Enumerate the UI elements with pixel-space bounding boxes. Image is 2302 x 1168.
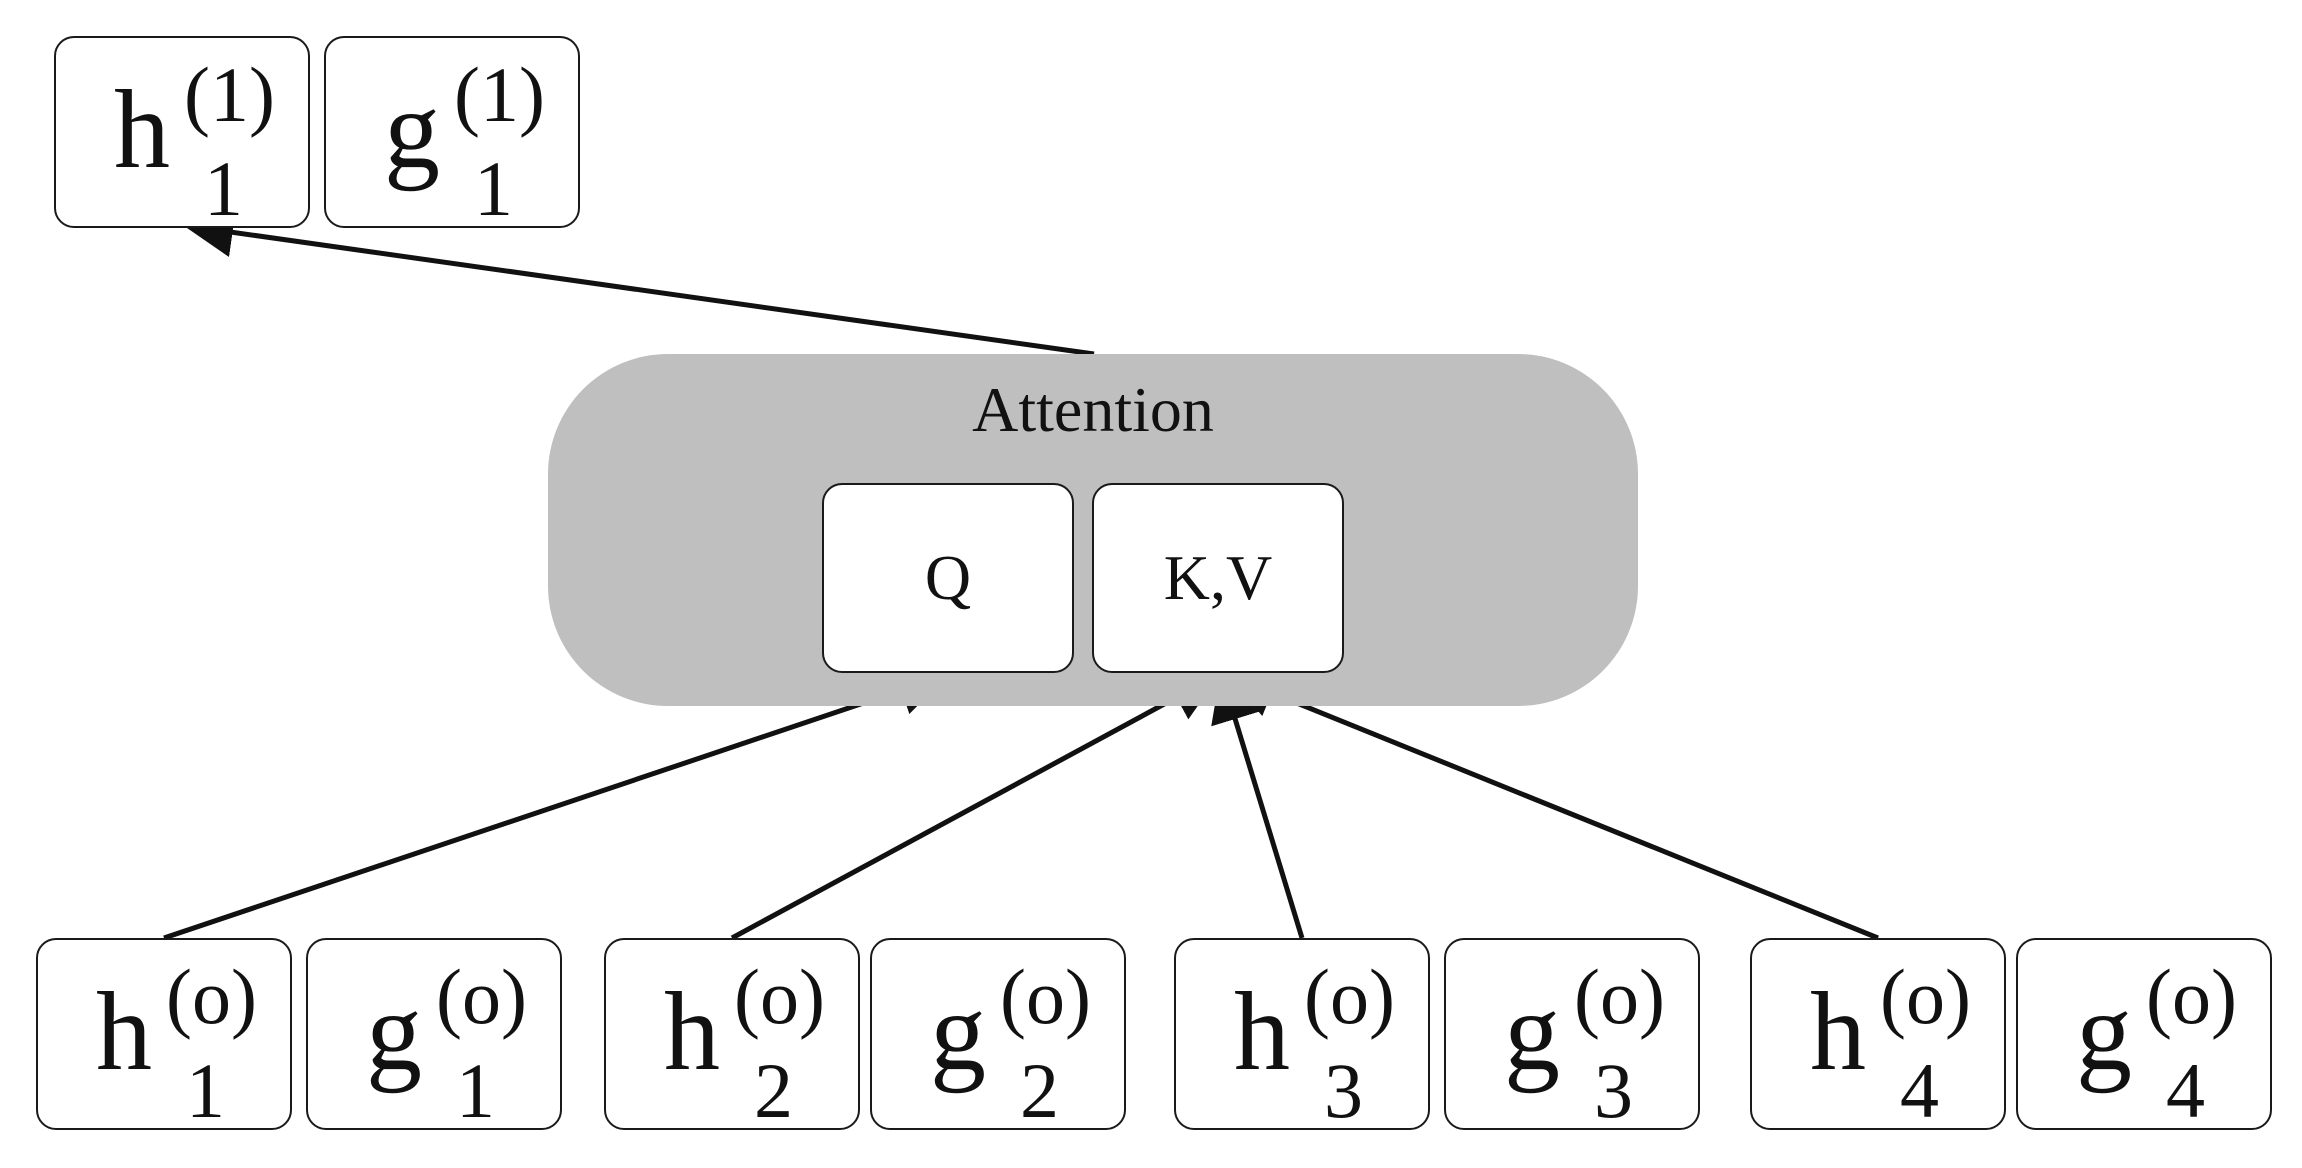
variable-subscript: 4 xyxy=(1900,1047,1939,1134)
edge-attention-to-h1-1 xyxy=(183,207,1095,357)
variable-base: g xyxy=(384,68,440,192)
variable-subscript: 2 xyxy=(754,1047,793,1134)
edge-h4-0-to-keyvalue xyxy=(1225,669,1879,941)
variable-subscript: 2 xyxy=(1020,1047,1059,1134)
variable-base: g xyxy=(2076,970,2132,1094)
variable-base: g xyxy=(930,970,986,1094)
variable-superscript: (1) xyxy=(454,51,545,138)
variable-superscript: (o) xyxy=(1880,953,1971,1040)
input-node-g1: g (o) 1 xyxy=(306,938,562,1130)
variable-subscript: 1 xyxy=(204,145,243,232)
input-node-g3: g (o) 3 xyxy=(1444,938,1700,1130)
edge-h3-0-to-keyvalue xyxy=(1211,671,1305,939)
attention-label: Attention xyxy=(972,374,1214,445)
variable-superscript: (1) xyxy=(184,51,275,138)
variable-subscript: 4 xyxy=(2166,1047,2205,1134)
variable-subscript: 1 xyxy=(186,1047,225,1134)
input-node-h1: h (o) 1 xyxy=(36,938,292,1130)
variable-base: h xyxy=(96,970,152,1094)
variable-subscript: 3 xyxy=(1594,1047,1633,1134)
variable-subscript: 3 xyxy=(1324,1047,1363,1134)
variable-subscript: 1 xyxy=(474,145,513,232)
variable-superscript: (o) xyxy=(2146,953,2237,1040)
edge-h2-0-to-keyvalue xyxy=(730,673,1221,941)
input-node-g2: g (o) 2 xyxy=(870,938,1126,1130)
variable-superscript: (o) xyxy=(436,953,527,1040)
variable-superscript: (o) xyxy=(1304,953,1395,1040)
variable-superscript: (o) xyxy=(1574,953,1665,1040)
input-node-h3: h (o) 3 xyxy=(1174,938,1430,1130)
variable-base: h xyxy=(114,68,170,192)
output-node-h1: h (1) 1 xyxy=(54,36,310,228)
variable-base: h xyxy=(664,970,720,1094)
input-node-h4: h (o) 4 xyxy=(1750,938,2006,1130)
variable-superscript: (o) xyxy=(734,953,825,1040)
input-node-h2: h (o) 2 xyxy=(604,938,860,1130)
variable-superscript: (o) xyxy=(1000,953,1091,1040)
variable-superscript: (o) xyxy=(166,953,257,1040)
variable-base: g xyxy=(1504,970,1560,1094)
output-node-g1: g (1) 1 xyxy=(324,36,580,228)
variable-base: h xyxy=(1234,970,1290,1094)
variable-subscript: 1 xyxy=(456,1047,495,1134)
variable-base: g xyxy=(366,970,422,1094)
edge-h1-0-to-query xyxy=(163,666,949,941)
variable-base: h xyxy=(1810,970,1866,1094)
keyvalue-box: K,V xyxy=(1092,483,1344,673)
input-node-g4: g (o) 4 xyxy=(2016,938,2272,1130)
query-box: Q xyxy=(822,483,1074,673)
